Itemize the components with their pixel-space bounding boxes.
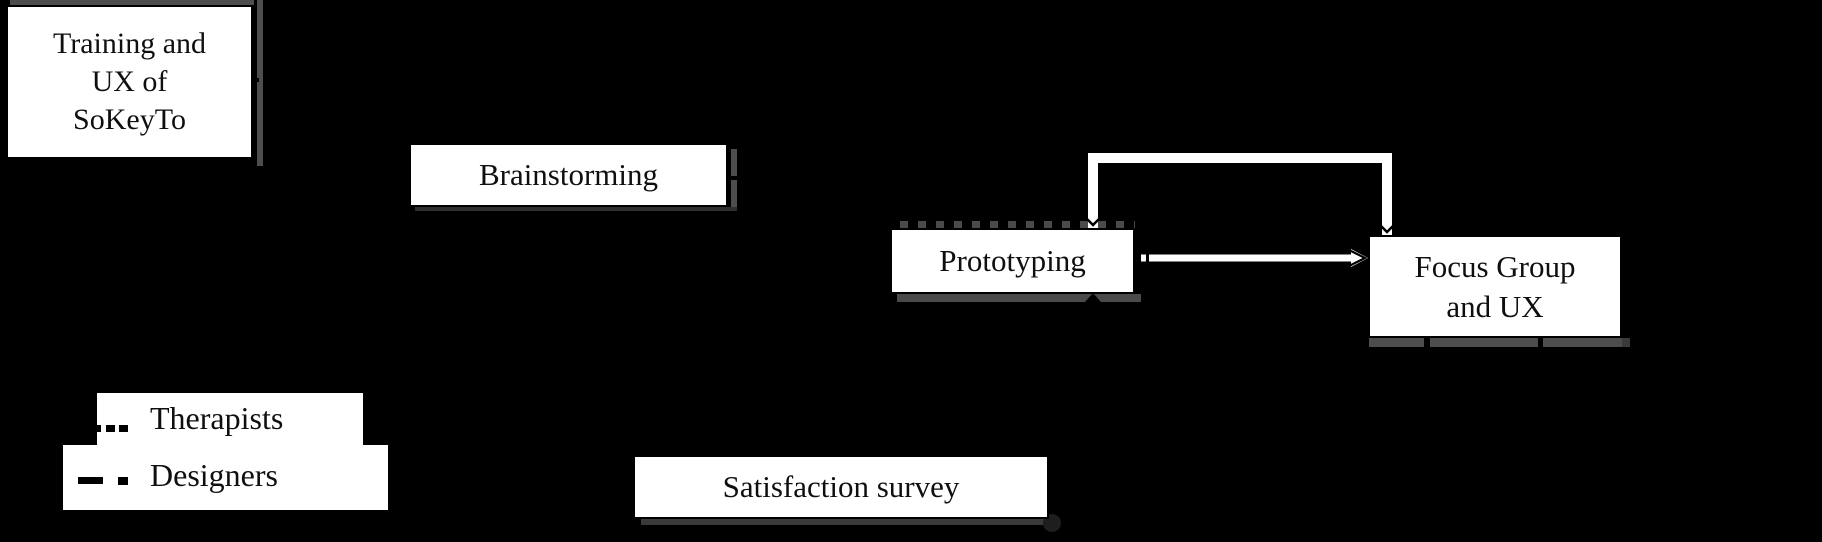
dash-dot-line-symbol bbox=[118, 477, 128, 485]
dotted-line-symbol bbox=[106, 425, 115, 432]
line-tick-artifact bbox=[884, 263, 893, 267]
survey-shadow-bottom bbox=[641, 519, 1050, 525]
line-tick-artifact bbox=[247, 78, 259, 82]
node-training-and-ux-of-sokeyto: Training and UX of SoKeyTo bbox=[6, 5, 253, 159]
node-label-line: SoKeyTo bbox=[73, 103, 186, 136]
dash-gap-artifact bbox=[1538, 338, 1543, 347]
node-label: Prototyping bbox=[939, 243, 1086, 278]
node-focus-group-and-ux: Focus Group and UX bbox=[1368, 235, 1622, 338]
node-brainstorming: Brainstorming bbox=[409, 143, 728, 207]
feedback-loop-connector bbox=[1088, 153, 1392, 236]
line-tick-artifact bbox=[725, 176, 738, 180]
focus-group-shadow-corner bbox=[1622, 338, 1630, 347]
arrowhead-into-prototyping bbox=[1084, 216, 1102, 227]
arrowhead-right-outline bbox=[1348, 249, 1368, 267]
dash-gap-artifact bbox=[1424, 338, 1430, 347]
training-shadow-top bbox=[10, 0, 254, 5]
dotted-line-symbol bbox=[119, 425, 128, 432]
prototyping-shadow-bottom bbox=[897, 294, 1141, 302]
node-label: Satisfaction survey bbox=[722, 469, 960, 504]
legend-item-designers: Designers bbox=[63, 445, 388, 510]
dash-dot-line-symbol bbox=[78, 477, 103, 484]
legend-item-therapists: Therapists bbox=[97, 393, 363, 445]
prototyping-shadow-top bbox=[890, 221, 1135, 228]
focus-group-shadow-bottom bbox=[1369, 338, 1622, 347]
arrowhead-into-focus-group bbox=[1378, 223, 1396, 234]
node-satisfaction-survey: Satisfaction survey bbox=[633, 455, 1049, 519]
node-label: Brainstorming bbox=[478, 157, 659, 192]
node-prototyping: Prototyping bbox=[890, 228, 1135, 294]
legend-label-designers: Designers bbox=[150, 457, 278, 493]
dotted-line-symbol bbox=[97, 425, 101, 432]
node-label-line: and UX bbox=[1446, 288, 1544, 324]
line-tick-artifact bbox=[1146, 252, 1149, 264]
training-shadow-right bbox=[257, 0, 263, 166]
node-label-line: Training and bbox=[52, 27, 207, 60]
node-label-line: Focus Group bbox=[1414, 248, 1576, 284]
node-label-line: UX of bbox=[91, 65, 168, 98]
arrowhead-artifact-prototyping-bottom bbox=[1085, 293, 1101, 302]
brainstorming-shadow-bottom bbox=[415, 207, 737, 211]
legend-label-therapists: Therapists bbox=[150, 400, 284, 436]
